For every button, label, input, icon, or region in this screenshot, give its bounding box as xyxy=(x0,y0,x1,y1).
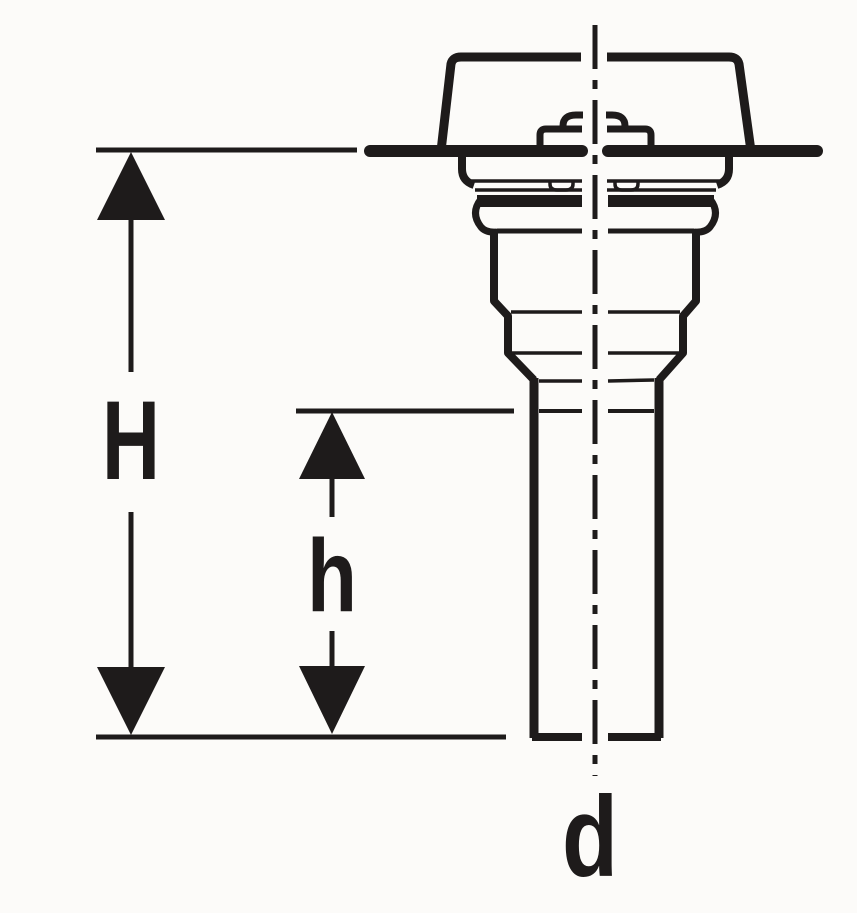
dimension-h-arrow-up xyxy=(299,412,365,479)
body-wall-left xyxy=(490,229,537,383)
dimension-H: H xyxy=(97,152,165,735)
dimension-H-arrow-down xyxy=(97,667,165,735)
dimension-h-arrow-down xyxy=(299,666,365,734)
dimension-h-label: h xyxy=(307,518,357,633)
cap-outline xyxy=(436,52,756,152)
knob-base-right xyxy=(607,125,655,150)
dimension-H-label: H xyxy=(102,378,160,503)
dimension-h: h xyxy=(299,412,365,734)
rim-wall-right xyxy=(715,156,733,189)
dimension-H-arrow-up xyxy=(97,152,165,220)
dimension-d-label: d xyxy=(562,774,618,901)
body-wall-right xyxy=(656,229,700,383)
rim-wall-left xyxy=(458,156,476,189)
knob-base-left xyxy=(536,125,582,150)
body-rim xyxy=(458,156,733,207)
pipe-top-line-right xyxy=(607,378,655,383)
cap-outline-right xyxy=(607,52,756,152)
rim-tab-left xyxy=(548,181,575,192)
body-walls xyxy=(490,229,700,383)
outlet-pipe xyxy=(529,378,664,741)
cap-outline-left xyxy=(436,52,581,152)
reference-lines xyxy=(96,147,654,740)
rim-tab-right xyxy=(613,181,640,192)
knob xyxy=(536,111,655,150)
